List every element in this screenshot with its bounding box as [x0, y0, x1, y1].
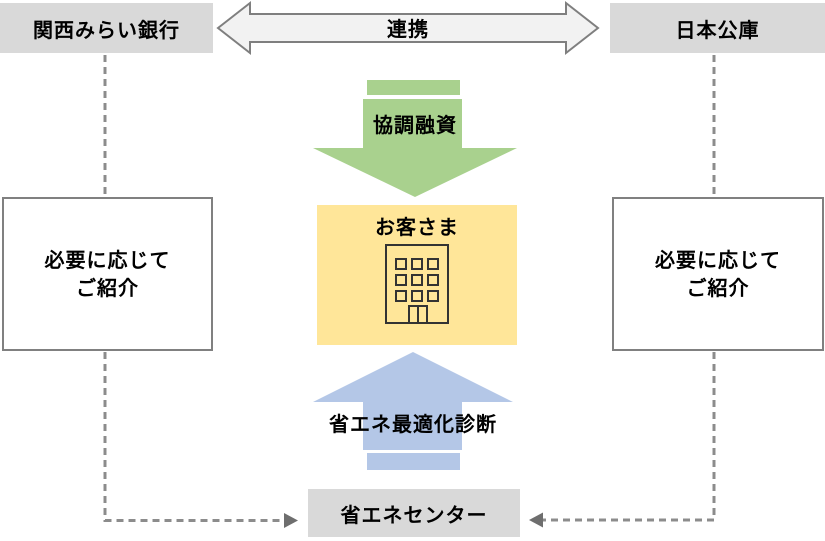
left-referral-line1: 必要に応じて — [44, 248, 171, 272]
syndicated-loan-label: 協調融資 — [373, 113, 457, 137]
arrowhead-left-icon — [529, 512, 543, 528]
node-energy-saving-center: 省エネセンター — [308, 489, 520, 537]
left-referral-note: 必要に応じて ご紹介 — [2, 197, 213, 351]
node-japan-finance-corp: 日本公庫 — [610, 3, 825, 53]
customer-label: お客さま — [375, 215, 459, 239]
diagnosis-up-arrow-icon — [313, 352, 513, 450]
dashed-connector-left-referral-to-enecenter — [103, 352, 285, 522]
partnership-double-arrow-icon — [216, 0, 600, 56]
right-referral-note: 必要に応じて ご紹介 — [612, 197, 824, 351]
energy-diagnosis-label: 省エネ最適化診断 — [329, 412, 497, 436]
diagnosis-arrow-bottom-bar — [367, 453, 460, 470]
kokko-label: 日本公庫 — [675, 17, 760, 42]
node-kansai-mirai-bank: 関西みらい銀行 — [0, 3, 213, 53]
partnership-arrow-label: 連携 — [387, 17, 429, 41]
node-customer: お客さま — [317, 205, 517, 345]
dashed-connector-right-referral-to-enecenter — [543, 352, 716, 522]
loan-down-arrow-icon — [313, 99, 517, 197]
right-referral-line1: 必要に応じて — [655, 248, 781, 272]
building-icon — [385, 244, 449, 324]
right-referral-line2: ご紹介 — [686, 276, 750, 300]
ene-center-label: 省エネセンター — [340, 502, 488, 527]
loan-arrow-top-bar — [367, 80, 460, 95]
arrowhead-right-icon — [284, 513, 298, 528]
bank-label: 関西みらい銀行 — [33, 17, 180, 42]
left-referral-line2: ご紹介 — [76, 276, 139, 300]
